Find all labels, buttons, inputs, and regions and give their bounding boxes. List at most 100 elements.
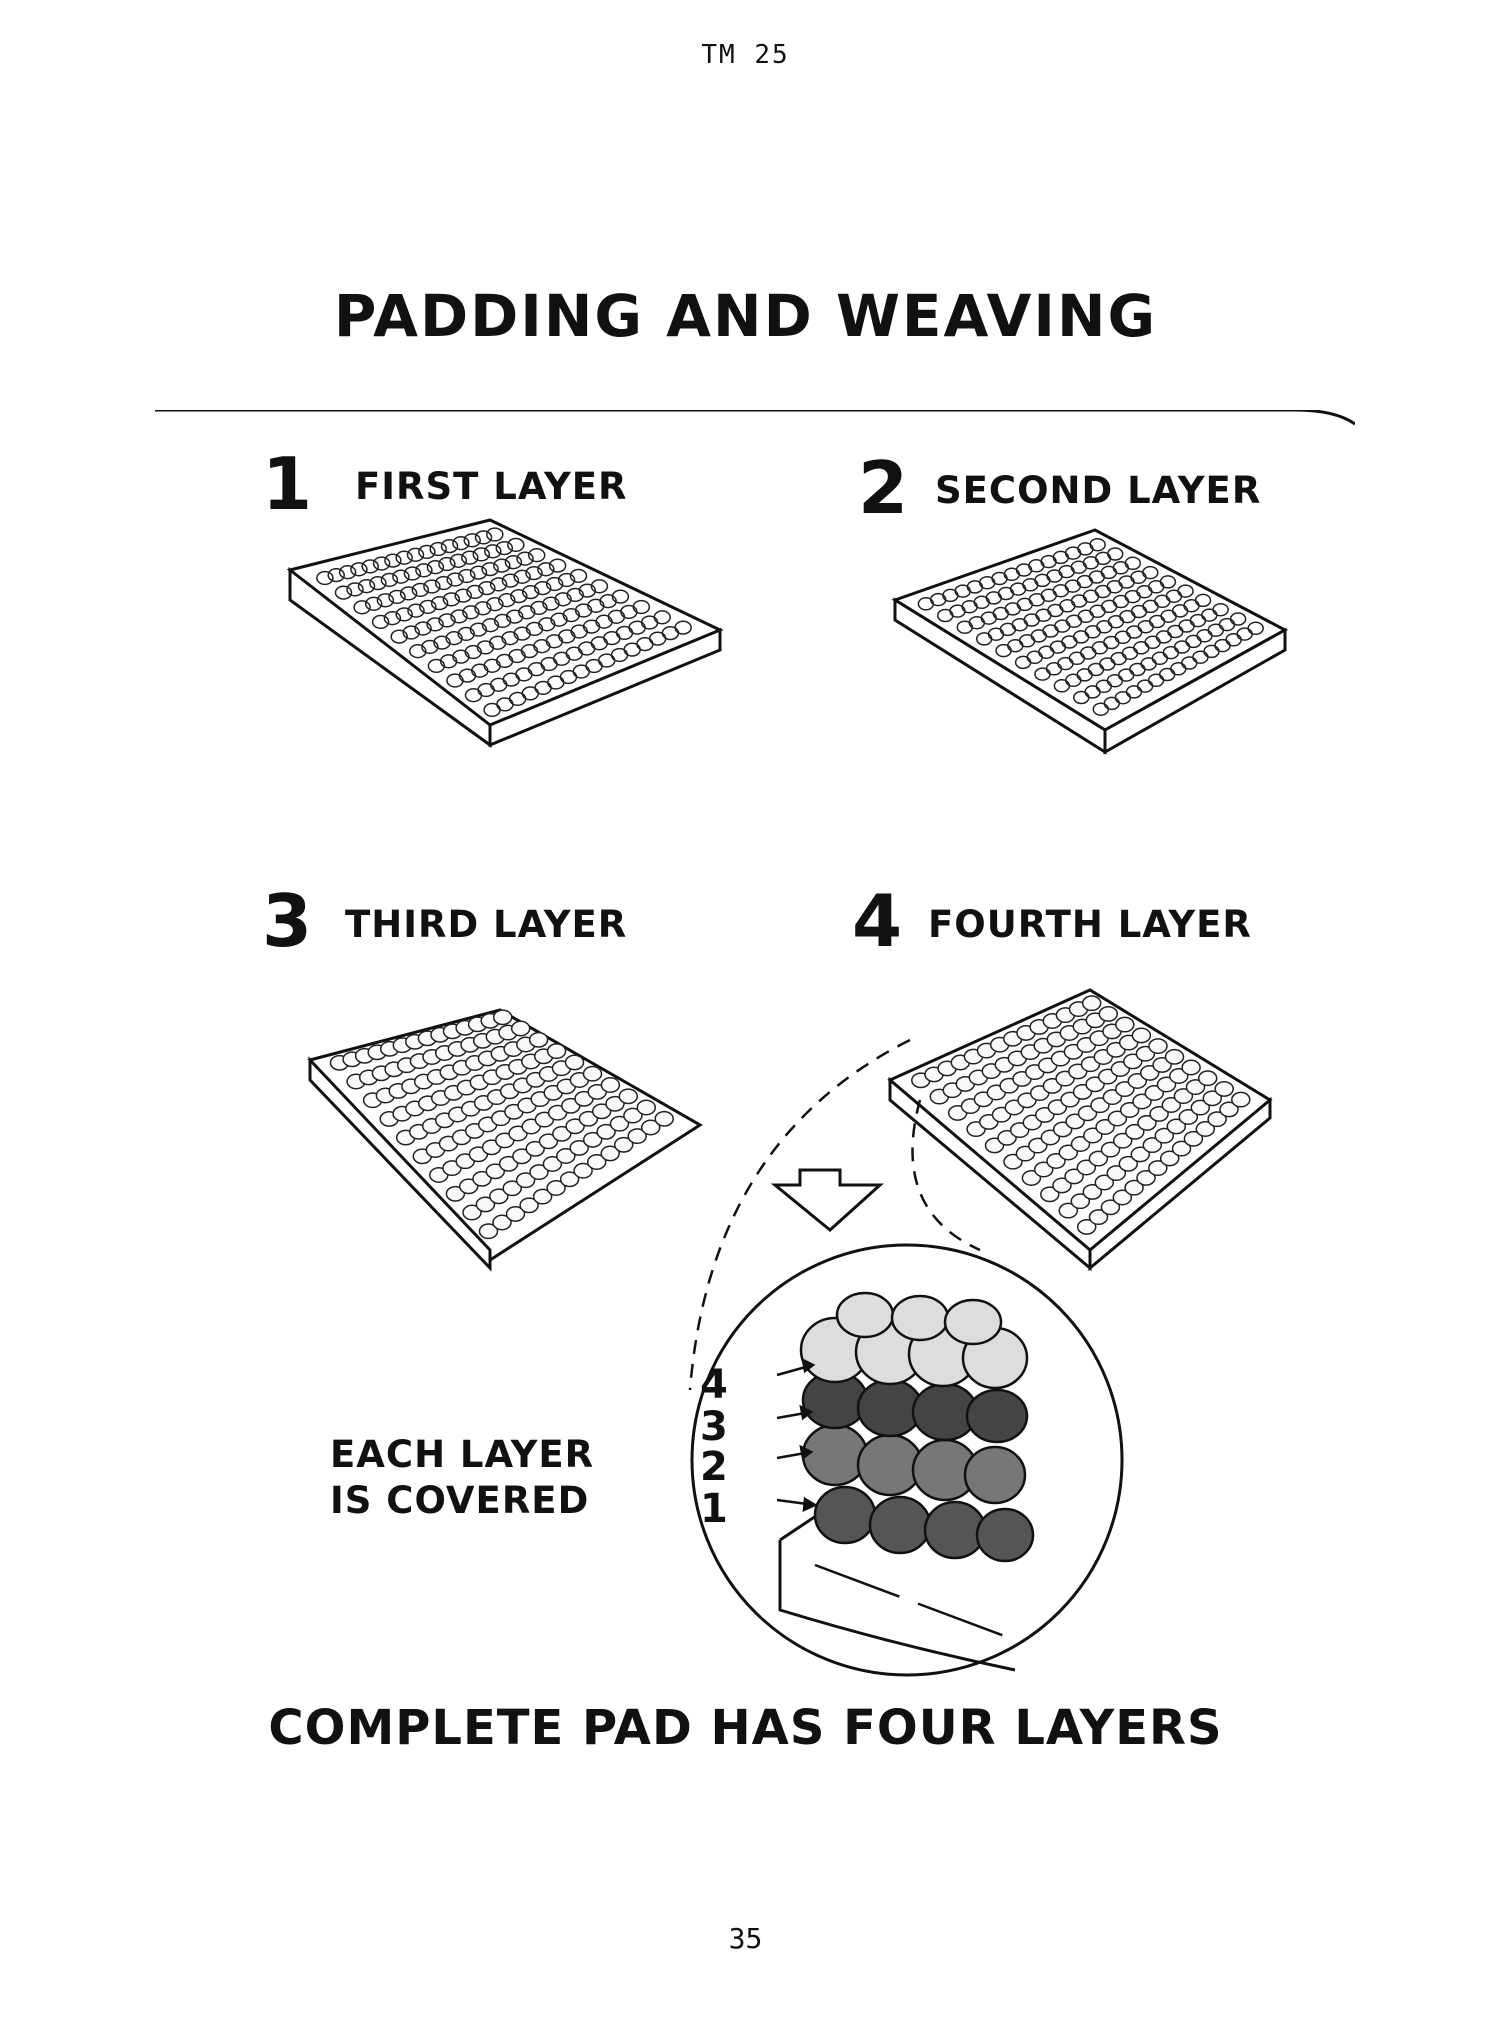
padding-bump [421, 639, 439, 655]
padding-bump [364, 596, 383, 611]
padding-bump [1083, 1127, 1103, 1144]
padding-bump [485, 1163, 506, 1180]
padding-bump [532, 1188, 553, 1205]
padding-bump [1125, 1123, 1145, 1140]
padding-bump [469, 565, 488, 580]
padding-bump [1112, 1189, 1133, 1206]
callout-layer-4: 4 [700, 1362, 729, 1408]
down-arrow-icon [770, 1168, 884, 1232]
padding-bump [542, 596, 560, 611]
padding-bump [1178, 1109, 1199, 1125]
padding-bump [590, 579, 609, 594]
padding-bump [442, 592, 461, 607]
padding-bump [1166, 1118, 1187, 1135]
padding-bump [1115, 1016, 1135, 1033]
padding-bump [521, 584, 540, 600]
padding-bump [1132, 1093, 1152, 1110]
padding-bump [481, 618, 500, 633]
padding-bump [1100, 1141, 1121, 1158]
padding-bump [414, 621, 432, 636]
padding-bump [498, 593, 516, 608]
padding-bump [440, 538, 459, 554]
padding-bump [554, 592, 572, 607]
padding-bump [445, 631, 463, 646]
step-1-number: 1 [262, 442, 313, 526]
padding-bump [559, 1171, 580, 1188]
padding-bump [433, 635, 451, 650]
padding-bump [1089, 537, 1106, 552]
padding-bump [475, 1196, 496, 1213]
padding-bump [640, 1119, 661, 1136]
step-4-label: FOURTH LAYER [928, 903, 1252, 946]
padding-bump [481, 561, 499, 577]
padding-bump [1144, 1085, 1165, 1101]
padding-bump [474, 530, 493, 545]
padding-bump [418, 544, 436, 560]
padding-bump [578, 583, 597, 598]
padding-bump [1161, 1097, 1182, 1113]
padding-bump [353, 600, 371, 615]
padding-bump [1094, 1174, 1115, 1191]
padding-bump [402, 625, 420, 640]
document-code: TM 25 [701, 40, 790, 70]
padding-bump [492, 1214, 512, 1231]
padding-bump [501, 631, 519, 646]
padding-bump [1185, 1079, 1206, 1096]
padding-bump [316, 570, 334, 586]
padding-bump [1173, 1088, 1194, 1105]
padding-bump [1058, 1202, 1079, 1219]
padding-bump [338, 565, 357, 580]
padding-bump [654, 1110, 674, 1127]
padding-bump [392, 569, 410, 584]
padding-bump [438, 556, 456, 572]
step-3-number: 3 [262, 879, 313, 963]
padding-bump [501, 573, 520, 588]
padding-bump [1033, 1161, 1054, 1178]
padding-bump [1088, 1150, 1109, 1167]
padding-bump [519, 1197, 539, 1214]
padding-bump [434, 575, 453, 591]
padding-bump [423, 579, 441, 594]
padding-bump [1171, 1140, 1192, 1157]
padding-bump [1190, 1099, 1211, 1116]
padding-bump [384, 553, 402, 568]
padding-bump [546, 1043, 567, 1060]
padding-bump [605, 1095, 625, 1112]
padding-bump [609, 1115, 630, 1132]
padding-bump [538, 617, 556, 632]
padding-bump [1212, 602, 1229, 617]
padding-bump [449, 553, 468, 568]
padding-bump [1177, 584, 1194, 598]
padding-bump [556, 1148, 576, 1164]
padding-bump [538, 1133, 559, 1150]
padding-bump [596, 1123, 616, 1140]
padding-bump [525, 1140, 545, 1157]
padding-bump [334, 585, 353, 600]
padding-bump [1082, 1183, 1103, 1200]
padding-bump [438, 613, 456, 628]
padding-bump [569, 1139, 589, 1156]
padding-bump [1229, 612, 1247, 626]
padding-bump [427, 658, 446, 674]
padding-bump [653, 610, 671, 625]
padding-bump [1194, 593, 1212, 608]
padding-bump [445, 1185, 466, 1202]
padding-bump [489, 1188, 509, 1205]
padding-bump [632, 599, 651, 615]
padding-bump [566, 587, 584, 603]
padding-bump [1159, 575, 1177, 589]
padding-bump [462, 1204, 482, 1221]
padding-bump [623, 1107, 643, 1124]
padding-bump [1046, 1153, 1066, 1169]
padding-bump [1107, 1110, 1128, 1127]
step-1-label: FIRST LAYER [355, 465, 628, 508]
padding-bump [369, 575, 387, 591]
padding-bump [529, 1164, 549, 1181]
padding-bump [527, 548, 546, 563]
page-number: 35 [728, 1922, 763, 1955]
padding-bump [357, 579, 376, 594]
padding-bump [458, 568, 476, 584]
padding-bump [346, 582, 364, 597]
padding-bump [466, 584, 484, 600]
padding-bump [1154, 1127, 1175, 1144]
